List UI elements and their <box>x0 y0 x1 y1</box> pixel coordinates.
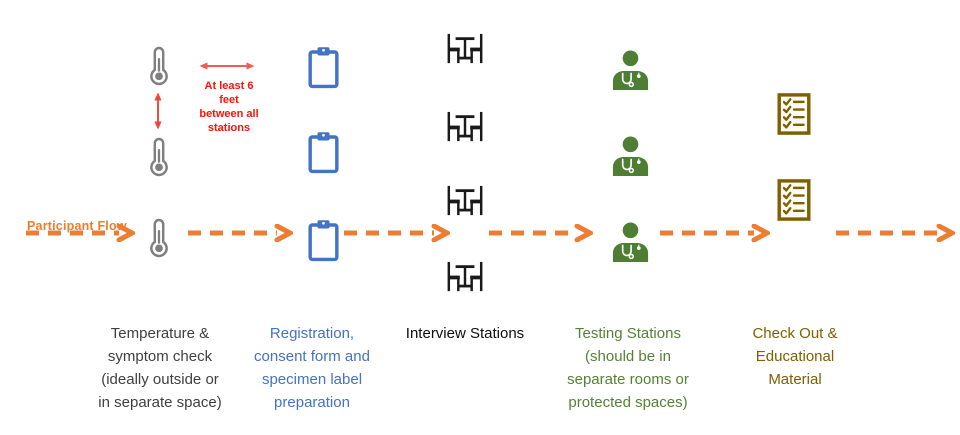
interview-table-icon <box>443 33 487 65</box>
distance-note: At least 6 feet between all stations <box>199 80 259 134</box>
checklist-icon <box>777 93 811 135</box>
double-arrow-vertical-icon <box>154 92 162 130</box>
dashed-arrow-icon <box>188 224 293 242</box>
clipboard-icon <box>308 46 339 89</box>
thermometer-icon <box>146 218 172 258</box>
dashed-arrow-icon <box>26 224 135 242</box>
doctor-icon <box>609 222 652 263</box>
double-arrow-horizontal-icon <box>199 62 255 70</box>
doctor-icon <box>609 136 652 177</box>
station-label-checkout: Check Out & Educational Material <box>752 325 838 388</box>
thermometer-icon <box>146 46 172 86</box>
dashed-arrow-icon <box>489 224 593 242</box>
interview-table-icon <box>443 261 487 293</box>
checklist-icon <box>777 179 811 221</box>
interview-table-icon <box>443 111 487 143</box>
thermometer-icon <box>146 137 172 177</box>
station-label-registration: Registration, consent form and specimen … <box>254 325 370 411</box>
doctor-icon <box>609 50 652 91</box>
interview-table-icon <box>443 185 487 217</box>
clipboard-icon <box>308 219 339 262</box>
dashed-arrow-icon <box>344 224 450 242</box>
station-label-interview: Interview Stations <box>405 325 525 342</box>
station-label-temperature: Temperature & symptom check (ideally out… <box>98 325 222 411</box>
station-label-testing: Testing Stations (should be in separate … <box>567 325 689 411</box>
dashed-arrow-icon <box>836 224 955 242</box>
clipboard-icon <box>308 131 339 174</box>
dashed-arrow-icon <box>660 224 770 242</box>
participant-flow-label: Participant Flow <box>27 219 127 233</box>
